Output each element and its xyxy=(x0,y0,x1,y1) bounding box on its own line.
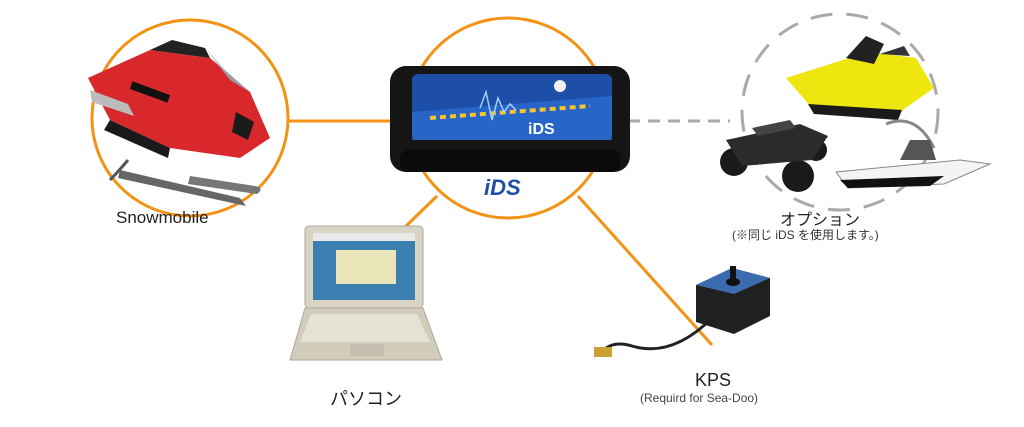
laptop-image xyxy=(290,226,442,360)
kps-label: KPS xyxy=(695,370,731,391)
device-screen-text: iDS xyxy=(528,121,555,138)
connector-kps xyxy=(578,196,712,345)
pc-label: パソコン xyxy=(330,385,402,411)
boat-image xyxy=(836,121,990,188)
ids-device-image: iDS xyxy=(390,66,630,172)
kps-note: (Requird for Sea-Doo) xyxy=(640,391,758,405)
jetski-image xyxy=(786,36,934,120)
snowmobile-label: Snowmobile xyxy=(116,208,209,228)
options-note: (※同じ iDS を使用します。) xyxy=(732,226,879,243)
ids-logo: iDS xyxy=(484,175,521,200)
atv-image xyxy=(720,120,828,192)
